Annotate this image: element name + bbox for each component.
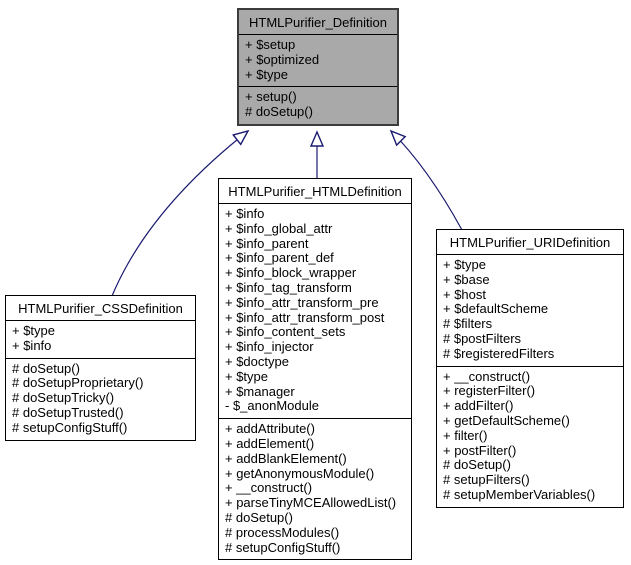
class-attributes: + $type + $info bbox=[6, 321, 195, 358]
class-method: # setupMemberVariables() bbox=[443, 486, 596, 502]
class-method: # setupConfigStuff() bbox=[225, 539, 341, 555]
class-attribute: + $manager bbox=[225, 383, 295, 399]
class-attribute: + $info_block_wrapper bbox=[225, 265, 357, 281]
class-method: + getAnonymousModule() bbox=[225, 465, 375, 481]
class-attribute: + $host bbox=[443, 286, 487, 302]
class-method: # doSetupTrusted() bbox=[12, 404, 124, 420]
class-attribute: + $info_global_attr bbox=[225, 220, 333, 236]
class-method: + parseTinyMCEAllowedList() bbox=[225, 495, 397, 511]
class-method: + getDefaultScheme() bbox=[443, 412, 570, 428]
class-attribute: + $info bbox=[12, 337, 52, 353]
class-attributes: + $info + $info_global_attr + $info_pare… bbox=[219, 204, 411, 418]
class-attribute: + $optimized bbox=[245, 51, 320, 67]
class-method: # doSetup() bbox=[443, 457, 511, 473]
class-attribute: + $type bbox=[12, 323, 56, 338]
class-attributes: + $type + $base + $host + $defaultScheme… bbox=[437, 255, 623, 366]
class-title: HTMLPurifier_Definition bbox=[239, 10, 397, 35]
class-attribute: + $info bbox=[225, 206, 265, 221]
class-attribute: + $info_tag_transform bbox=[225, 279, 352, 295]
class-method: # doSetup() bbox=[12, 360, 80, 376]
class-method: + addBlankElement() bbox=[225, 450, 347, 466]
class-method: + setup() bbox=[245, 89, 297, 105]
inheritance-edge-uridefinition bbox=[391, 131, 463, 231]
class-method: # doSetup() bbox=[245, 104, 313, 120]
class-attribute: + $doctype bbox=[225, 353, 289, 369]
class-attribute: + $info_attr_transform_post bbox=[225, 309, 385, 325]
class-attribute: - $_anonModule bbox=[225, 398, 319, 414]
class-attribute: + $info_content_sets bbox=[225, 324, 346, 340]
class-method: + __construct() bbox=[225, 480, 313, 496]
class-methods: + setup() # doSetup() bbox=[239, 86, 397, 124]
class-methods: + __construct() + registerFilter() + add… bbox=[437, 365, 623, 507]
class-methods: # doSetup() # doSetupProprietary() # doS… bbox=[6, 357, 195, 440]
class-method: # doSetup() bbox=[225, 509, 293, 525]
class-box-cssdefinition[interactable]: HTMLPurifier_CSSDefinition + $type + $in… bbox=[5, 295, 196, 441]
class-attribute: # $filters bbox=[443, 316, 493, 332]
class-method: + addFilter() bbox=[443, 398, 514, 414]
class-attribute: + $info_injector bbox=[225, 339, 314, 355]
class-title: HTMLPurifier_URIDefinition bbox=[437, 230, 623, 255]
class-method: + registerFilter() bbox=[443, 383, 536, 399]
class-attribute: + $info_parent_def bbox=[225, 250, 334, 266]
class-attributes: + $setup + $optimized + $type bbox=[239, 35, 397, 86]
class-box-definition[interactable]: HTMLPurifier_Definition + $setup + $opti… bbox=[237, 8, 399, 126]
class-method: # setupConfigStuff() bbox=[12, 419, 128, 435]
class-attribute: + $defaultScheme bbox=[443, 301, 549, 317]
class-attribute: + $setup bbox=[245, 37, 296, 52]
class-method: + addElement() bbox=[225, 435, 315, 451]
class-attribute: + $info_attr_transform_pre bbox=[225, 294, 379, 310]
class-method: + addAttribute() bbox=[225, 421, 315, 437]
class-attribute: + $base bbox=[443, 271, 490, 287]
class-method: # doSetupProprietary() bbox=[12, 375, 144, 391]
class-attribute: # $registeredFilters bbox=[443, 345, 555, 361]
class-method: + __construct() bbox=[443, 368, 531, 384]
class-method: + filter() bbox=[443, 427, 488, 443]
class-method: # doSetupTricky() bbox=[12, 390, 115, 406]
class-method: + postFilter() bbox=[443, 442, 517, 458]
class-attribute: + $type bbox=[245, 66, 289, 82]
class-attribute: + $info_parent bbox=[225, 235, 309, 251]
class-attribute: # $postFilters bbox=[443, 330, 522, 346]
inheritance-edge-cssdefinition bbox=[111, 131, 248, 297]
class-method: # setupFilters() bbox=[443, 472, 530, 488]
class-box-uridefinition[interactable]: HTMLPurifier_URIDefinition + $type + $ba… bbox=[436, 229, 624, 508]
class-title: HTMLPurifier_HTMLDefinition bbox=[219, 179, 411, 204]
class-methods: + addAttribute() + addElement() + addBla… bbox=[219, 418, 411, 559]
class-attribute: + $type bbox=[443, 257, 487, 272]
class-attribute: + $type bbox=[225, 368, 269, 384]
class-title: HTMLPurifier_CSSDefinition bbox=[6, 296, 195, 321]
class-method: # processModules() bbox=[225, 524, 340, 540]
class-box-htmldefinition[interactable]: HTMLPurifier_HTMLDefinition + $info + $i… bbox=[218, 178, 412, 561]
